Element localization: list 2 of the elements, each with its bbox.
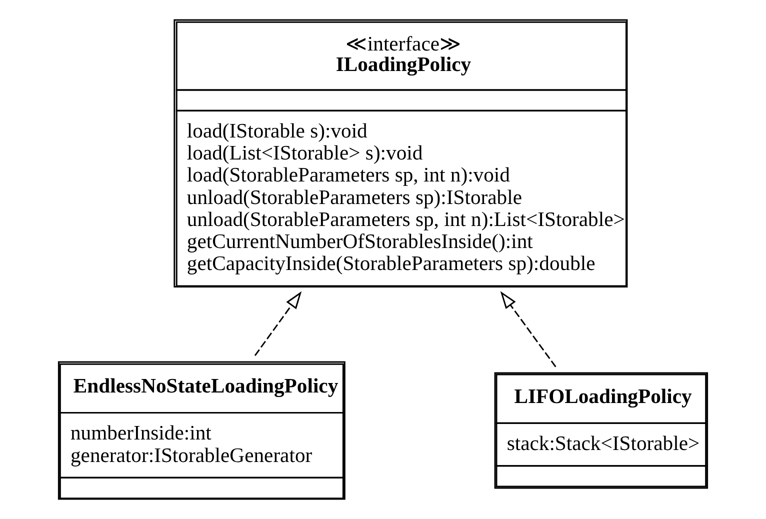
arrow (500, 291, 556, 368)
arrow (254, 291, 302, 356)
